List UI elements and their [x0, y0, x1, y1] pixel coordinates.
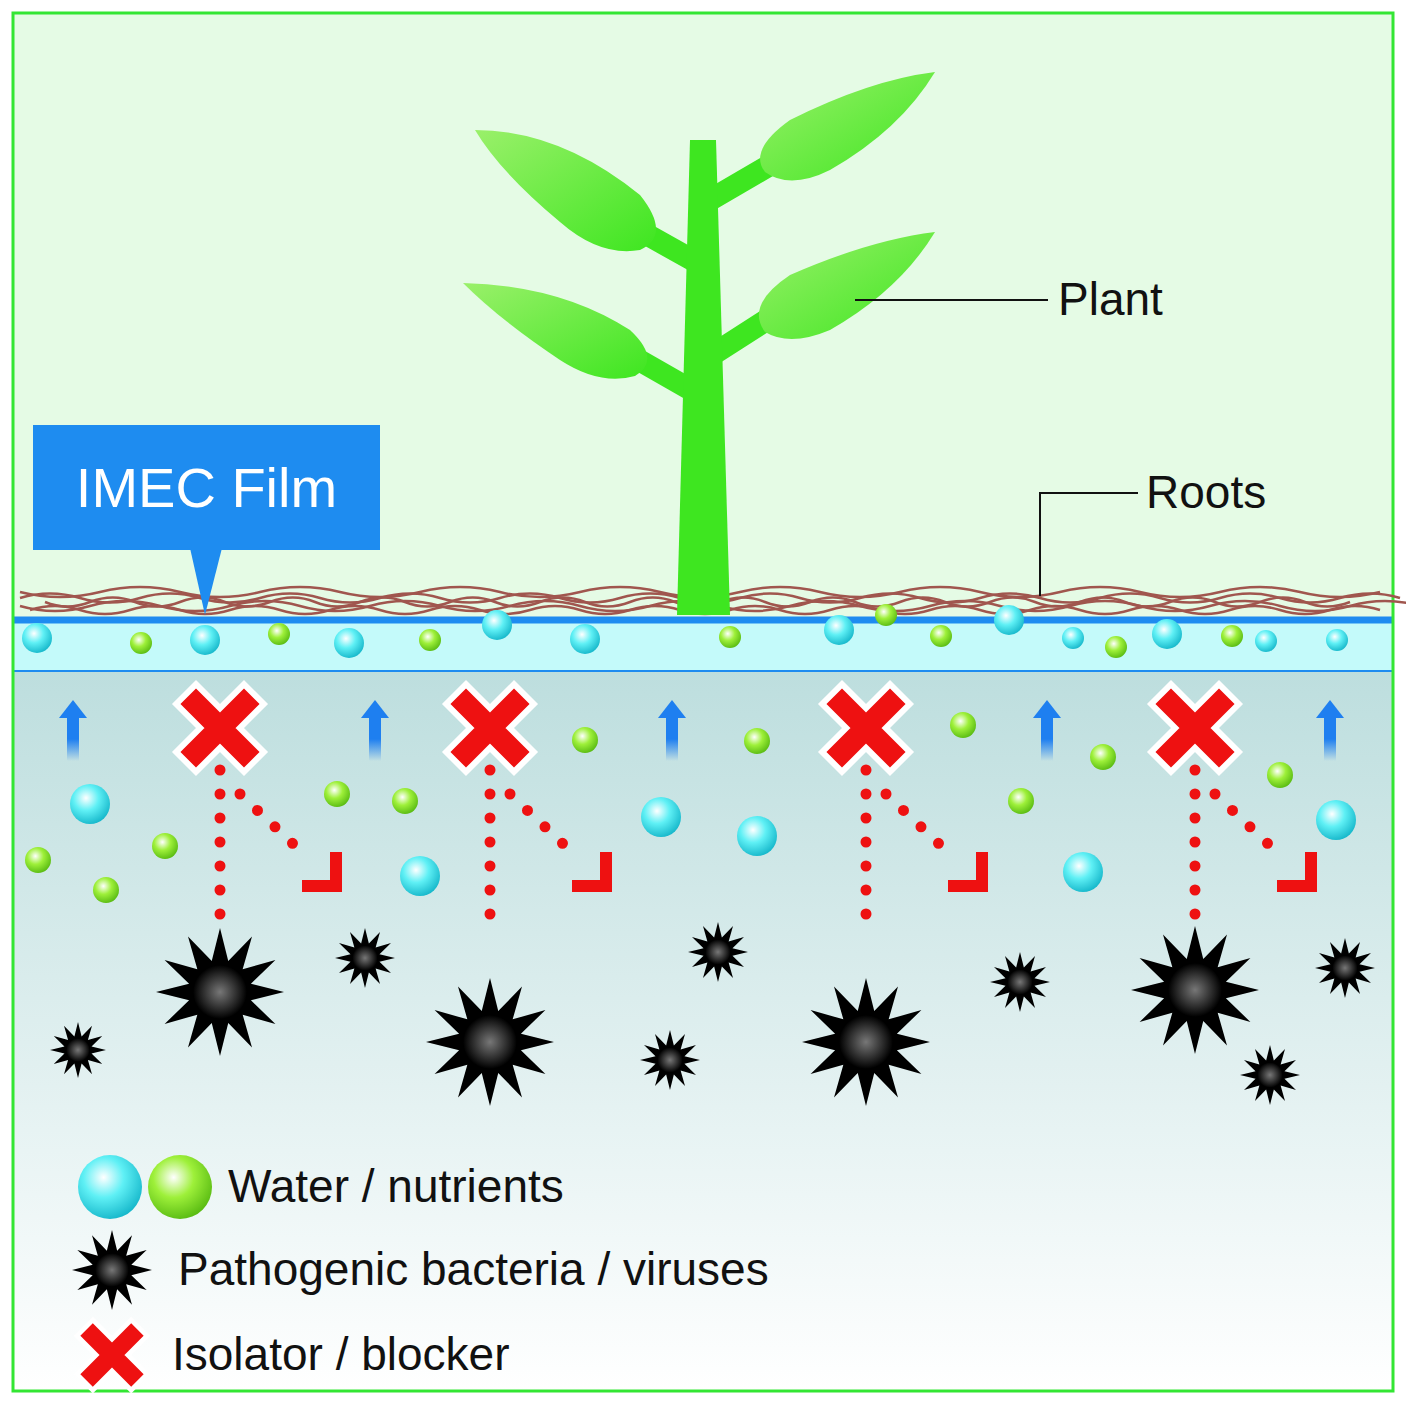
part-label: Roots — [1146, 466, 1266, 519]
part-label: Plant — [1058, 273, 1163, 326]
film-top-line — [13, 617, 1393, 624]
leader-line — [1040, 493, 1138, 596]
legend-text: Pathogenic bacteria / viruses — [178, 1243, 769, 1296]
leader-line — [855, 299, 1048, 301]
outer-border — [13, 13, 1393, 1391]
pathogens — [50, 922, 1375, 1106]
sky-background — [13, 13, 1393, 621]
film-particles — [22, 604, 1348, 658]
plant — [463, 72, 935, 615]
box-label: IMEC Film — [76, 457, 337, 519]
legend-text: Isolator / blocker — [172, 1328, 509, 1381]
film-layer — [13, 621, 1393, 671]
soil-background — [13, 671, 1393, 1391]
callout-pointer — [190, 548, 222, 615]
water-arrows — [59, 700, 1344, 761]
film-bottom-line — [13, 670, 1393, 672]
legend-text: Water / nutrients — [228, 1160, 564, 1213]
blockers — [196, 704, 1219, 752]
blocked-paths — [220, 770, 1311, 918]
callout-box: IMEC Film — [33, 425, 380, 550]
